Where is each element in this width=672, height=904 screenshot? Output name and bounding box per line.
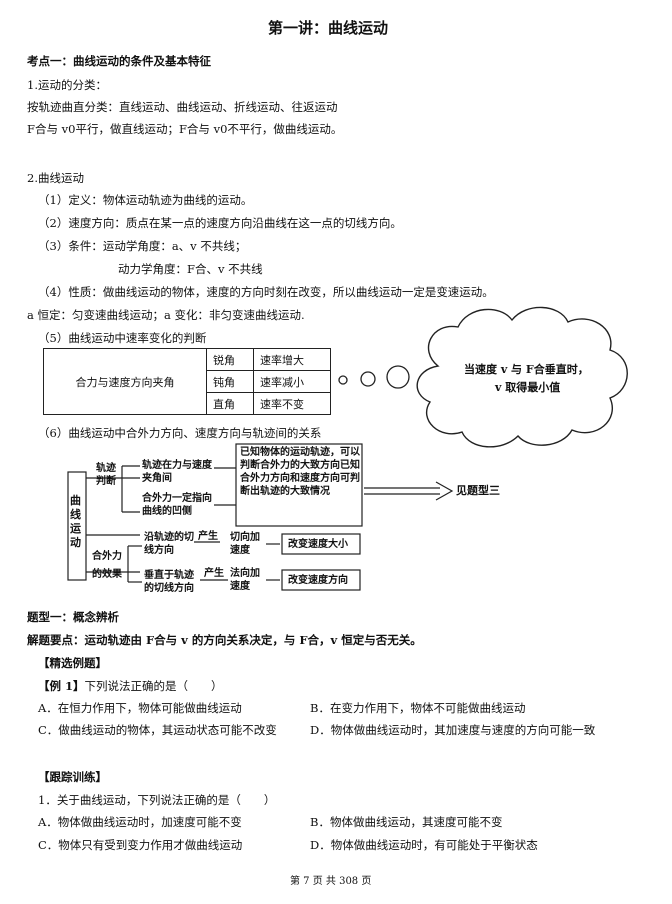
diagram-branch-2: 合外力的效果 (92, 551, 122, 580)
page-title: 第一讲：曲线运动 (268, 19, 389, 37)
text-line: 动力学角度：F合、v 不共线 (118, 262, 263, 276)
training-heading: 【跟踪训练】 (38, 770, 107, 784)
table-cell-result: 速率减小 (253, 370, 331, 393)
text-line: F合与 v0平行，做直线运动；F合与 v0不平行，做曲线运动。 (27, 122, 343, 136)
text-line: （4）性质：做曲线运动的物体，速度的方向时刻在改变，所以曲线运动一定是变速运动。 (38, 285, 494, 299)
rate-table: 合力与速度方向夹角 锐角 速率增大 钝角 速率减小 直角 速率不变 (43, 348, 331, 415)
text-line: 按轨迹曲直分类：直线运动、曲线运动、折线运动、往返运动 (27, 100, 338, 114)
training-option-d: D．物体做曲线运动时，有可能处于平衡状态 (310, 838, 538, 852)
example-question: 【例 1】下列说法正确的是（ ） (38, 678, 223, 694)
diagram-root: 曲线运动 (70, 494, 81, 549)
training-option-c: C．物体只有受到变力作用才做曲线运动 (38, 838, 243, 852)
text-line: 1.运动的分类： (27, 78, 107, 92)
cloud-text-2: v 取得最小值 (495, 381, 561, 394)
option-a: A．在恒力作用下，物体可能做曲线运动 (38, 701, 242, 715)
text-line: （2）速度方向：质点在某一点的速度方向沿曲线在这一点的切线方向。 (38, 216, 402, 230)
diagram-branch-2b-mid: 产生 (204, 568, 224, 579)
diagram-branch-2a-mid: 产生 (198, 531, 218, 542)
diagram-branch-1: 轨迹判断 (96, 463, 116, 487)
option-b: B．在变力作用下，物体不可能做曲线运动 (310, 701, 526, 715)
diagram-branch-2b: 垂直于轨迹的切线方向 (144, 570, 194, 594)
cloud-text-1: 当速度 v 与 F合垂直时， (464, 363, 589, 376)
diagram-branch-2a-r1: 切向加速度 (230, 532, 260, 556)
diagram-branch-2a-r2: 改变速度大小 (288, 539, 348, 550)
training-option-b: B．物体做曲线运动，其速度可能不变 (310, 815, 503, 829)
section-heading-2: 2.曲线运动 (27, 171, 84, 185)
text-line: （1）定义：物体运动轨迹为曲线的运动。 (38, 193, 253, 207)
diagram-branch-1b: 合外力一定指向曲线的凹侧 (142, 493, 212, 517)
diagram-see-label: 见题型三 (456, 484, 500, 497)
diagram-branch-1a: 轨迹在力与速度夹角间 (142, 460, 212, 484)
table-cell-left: 合力与速度方向夹角 (43, 348, 207, 415)
text-line: （6）曲线运动中合外力方向、速度方向与轨迹间的关系 (38, 426, 322, 440)
diagram-box-text: 已知物体的运动轨迹，可以判断合外力的大致方向已知合外力方向和速度方向可判断出轨迹… (240, 447, 360, 497)
text-line: （3）条件：运动学角度：a、v 不共线； (38, 239, 247, 253)
diagram-branch-2a: 沿轨迹的切线方向 (144, 532, 194, 556)
section-heading-1: 考点一：曲线运动的条件及基本特征 (27, 54, 211, 68)
page-footer: 第 7 页 共 308 页 (290, 876, 372, 887)
training-question: 1．关于曲线运动，下列说法正确的是（ ） (38, 793, 276, 807)
option-d: D．物体做曲线运动时，其加速度与速度的方向可能一致 (310, 723, 596, 737)
training-option-a: A．物体做曲线运动时，加速度可能不变 (38, 815, 242, 829)
type1-key-point: 解题要点：运动轨迹由 F合与 v 的方向关系决定，与 F合，v 恒定与否无关。 (27, 633, 422, 647)
question-text: 下列说法正确的是（ ） (84, 679, 223, 693)
type1-heading: 题型一：概念辨析 (27, 610, 119, 624)
example-heading: 【精选例题】 (38, 656, 107, 670)
diagram-branch-2b-r2: 改变速度方向 (288, 575, 348, 586)
text-line: a 恒定：匀变速曲线运动；a 变化：非匀变速曲线运动. (27, 308, 305, 322)
diagram-branch-2b-r1: 法向加速度 (230, 568, 260, 592)
text-line: （5）曲线运动中速率变化的判断 (38, 331, 207, 345)
table-cell-result: 速率不变 (253, 392, 331, 415)
question-label: 【例 1】 (38, 679, 85, 693)
option-c: C．做曲线运动的物体，其运动状态可能不改变 (38, 723, 277, 737)
